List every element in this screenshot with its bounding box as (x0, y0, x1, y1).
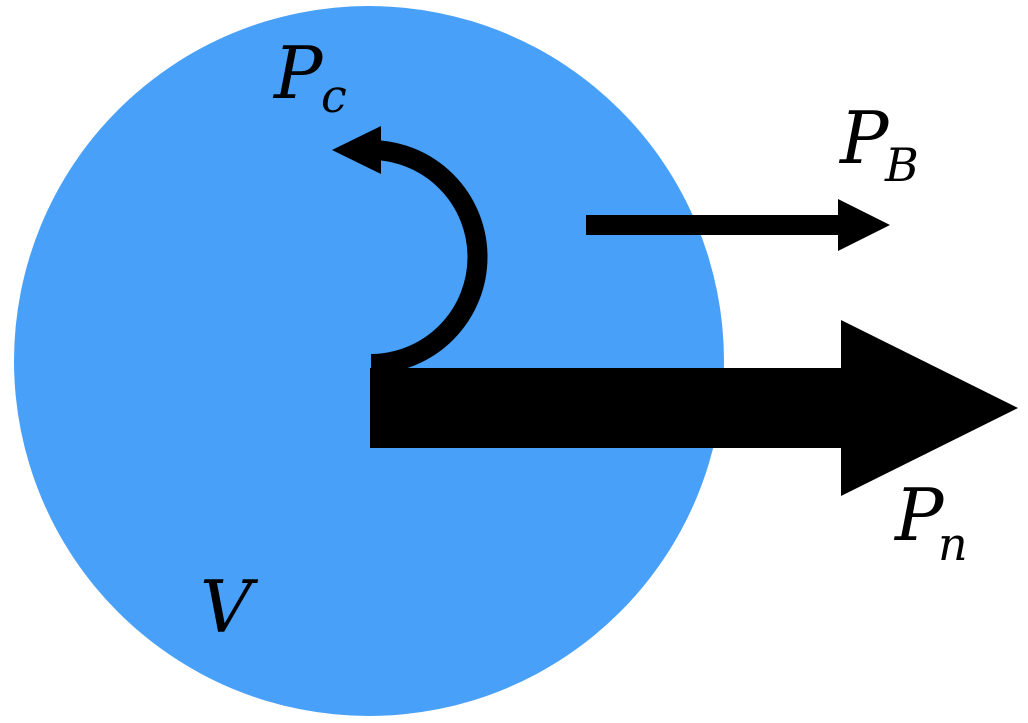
label-pb-main: P (838, 96, 890, 180)
curved-arrow-pc-shaft (369, 139, 488, 374)
label-pc: P c (272, 31, 347, 123)
label-pc-sub: c (321, 69, 347, 123)
label-volume-v: V (200, 565, 259, 649)
thick-arrow-pn-shaft (370, 368, 846, 448)
label-pn-sub: n (938, 517, 968, 571)
curved-arrow-pc-head (332, 126, 381, 174)
thin-arrow-pb-shaft (586, 215, 846, 235)
thin-arrow-pb-head (838, 199, 890, 251)
thin-arrow-pb (586, 199, 890, 251)
label-pn-main: P (893, 473, 945, 557)
label-pb-sub: B (884, 138, 919, 192)
control-volume-circle (14, 6, 724, 716)
thick-arrow-pn-head (841, 320, 1018, 496)
label-pb: P B (838, 96, 919, 192)
label-pc-main: P (272, 31, 324, 115)
thick-arrow-pn (370, 320, 1018, 496)
label-pn: P n (893, 473, 968, 571)
curved-arrow-pc (332, 126, 488, 374)
